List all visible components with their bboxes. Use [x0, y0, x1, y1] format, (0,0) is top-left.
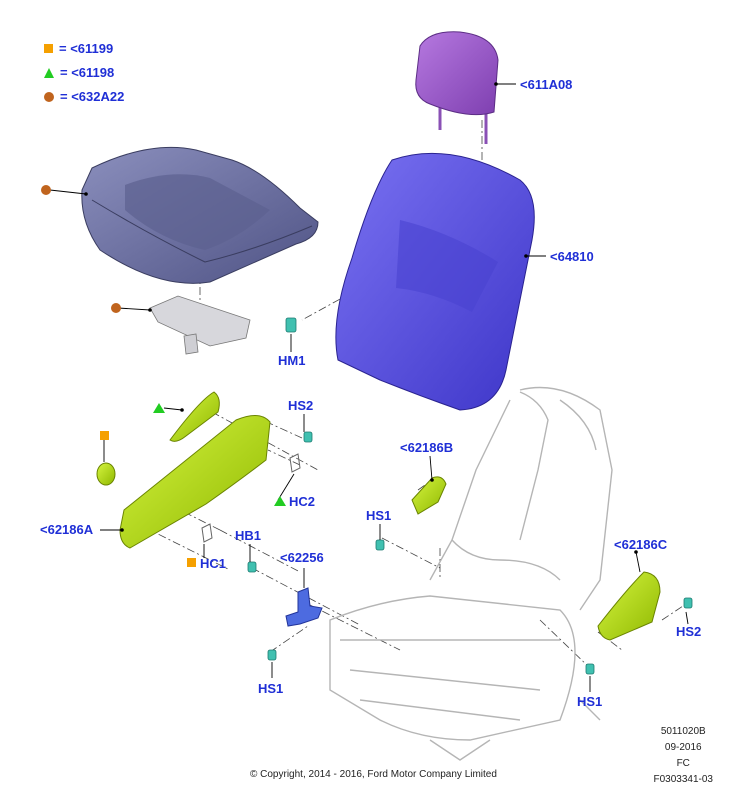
leader-lines — [49, 83, 689, 692]
outer-shield-a — [119, 415, 271, 549]
inner-shield-b — [411, 476, 447, 515]
legend-row-triangle: = <61198 — [44, 65, 114, 80]
label-headrest: <611A08 — [520, 77, 573, 92]
legend-text-dot: = <632A22 — [60, 89, 125, 104]
label-hs2-top: HS2 — [288, 398, 314, 413]
headrest — [415, 31, 499, 144]
seat-cushion — [81, 146, 319, 284]
label-backrest: <64810 — [550, 249, 594, 264]
dot-symbol-cushion — [41, 185, 51, 195]
label-shield-c: <62186C — [614, 537, 668, 552]
screw-hs2-top — [303, 431, 313, 443]
cushion-support-bracket — [149, 295, 251, 355]
legend-row-dot: = <632A22 — [44, 89, 124, 104]
bracket-62256 — [285, 587, 323, 627]
screw-hs1-bl — [267, 649, 277, 661]
figure-info: 5011020B 09-2016 FC F0303341-03 — [654, 724, 714, 788]
label-hs1-bottom-left: HS1 — [258, 681, 284, 696]
label-hs1-bottom-right: HS1 — [577, 694, 603, 709]
label-hb1: HB1 — [235, 528, 262, 543]
backrest — [335, 152, 535, 411]
dot-symbol-bracket — [111, 303, 121, 313]
callout-symbols — [41, 185, 286, 567]
copyright-text: © Copyright, 2014 - 2016, Ford Motor Com… — [250, 769, 497, 780]
seat-frame — [329, 386, 613, 761]
screws — [247, 317, 693, 675]
triangle-icon — [44, 67, 54, 78]
label-hs1-mid: HS1 — [366, 508, 392, 523]
label-shield-a: <62186A — [40, 522, 94, 537]
legend-text-square: = <61199 — [59, 41, 114, 56]
figure-date: 09-2016 — [664, 742, 702, 753]
label-hs2-right: HS2 — [676, 624, 702, 639]
square-symbol-hc1 — [187, 558, 196, 567]
screw-hb1 — [247, 561, 257, 573]
triangle-symbol-hc2 — [274, 496, 286, 506]
dot-icon — [44, 91, 54, 102]
label-hc2: HC2 — [289, 494, 316, 509]
figure-number: F0303341-03 — [653, 774, 714, 785]
clips — [201, 453, 301, 543]
figure-fc: FC — [676, 758, 690, 769]
adjust-knob — [96, 462, 116, 486]
label-bracket: <62256 — [280, 550, 324, 565]
label-hc1: HC1 — [200, 556, 227, 571]
square-symbol-knob — [100, 431, 109, 440]
figure-code: 5011020B — [660, 726, 706, 737]
shield-c — [597, 571, 661, 641]
triangle-symbol-trim — [153, 403, 165, 413]
legend-row-square: = <61199 — [44, 41, 113, 56]
screw-hs2-right — [683, 597, 693, 609]
screw-hm1 — [285, 317, 297, 333]
screw-hs1-br — [585, 663, 595, 675]
label-shield-b: <62186B — [400, 440, 454, 455]
legend-text-triangle: = <61198 — [60, 65, 115, 80]
recliner-trim — [169, 391, 220, 442]
leader-dots — [84, 82, 638, 554]
square-icon — [44, 44, 53, 53]
label-hm1: HM1 — [278, 353, 306, 368]
screw-hs1-mid — [375, 539, 385, 551]
